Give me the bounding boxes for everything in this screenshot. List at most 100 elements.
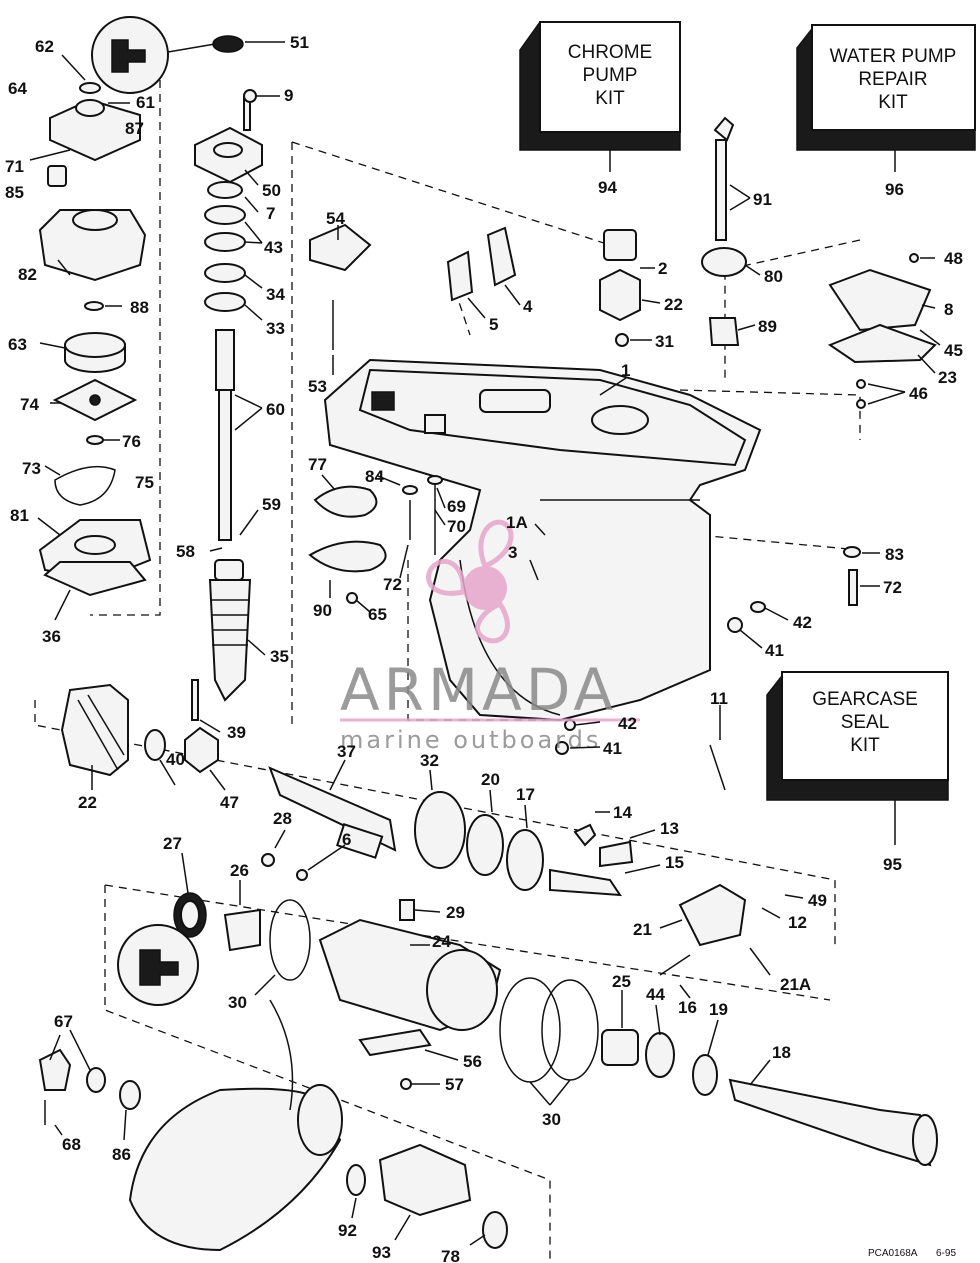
kit-box-gearcase-seal: GEARCASE SEAL KIT: [766, 671, 949, 801]
callout-45: 45: [944, 341, 963, 360]
callout-51: 51: [290, 33, 309, 52]
callout-62: 62: [35, 37, 54, 56]
callout-50: 50: [262, 181, 281, 200]
callout-92: 92: [338, 1221, 357, 1240]
callout-44: 44: [646, 985, 665, 1004]
chrome-kit-line2: PUMP: [583, 65, 638, 86]
callout-46: 46: [909, 384, 928, 403]
callout-8: 8: [944, 300, 953, 319]
kit-box-chrome-pump: CHROME PUMP KIT: [519, 21, 681, 151]
callout-32: 32: [420, 751, 439, 770]
water-pump-assembly: [38, 82, 152, 597]
callout-11: 11: [710, 689, 728, 708]
callout-labels: 62 51 64 9 61 87 71 85 50 7 43 82 88 34 …: [5, 33, 963, 1263]
callout-58: 58: [176, 542, 195, 561]
callout-67: 67: [54, 1012, 73, 1031]
callout-37: 37: [337, 742, 356, 761]
gearcase-kit-line3: KIT: [850, 735, 880, 756]
callout-33: 33: [266, 319, 285, 338]
callout-59: 59: [262, 495, 281, 514]
water-kit-line2: REPAIR: [858, 69, 927, 90]
footer-code: PCA0168A: [868, 1248, 918, 1259]
callout-80: 80: [764, 267, 783, 286]
callout-78: 78: [441, 1247, 460, 1263]
callout-54: 54: [326, 209, 345, 228]
callout-22b: 22: [664, 295, 683, 314]
driveshaft-assembly: [191, 35, 263, 721]
gear-housing: [323, 358, 762, 722]
callout-28: 28: [273, 809, 292, 828]
callout-22a: 22: [78, 793, 97, 812]
callout-82: 82: [18, 265, 37, 284]
callout-17: 17: [516, 785, 535, 804]
callout-85: 85: [5, 183, 24, 202]
callout-3: 3: [508, 543, 517, 562]
callout-9: 9: [284, 86, 293, 105]
callout-64: 64: [8, 79, 27, 98]
callout-47: 47: [220, 793, 239, 812]
detail-inset-bottom: [139, 949, 179, 986]
watermark-propeller-logo: [463, 566, 507, 610]
callout-57: 57: [445, 1075, 464, 1094]
callout-20: 20: [481, 770, 500, 789]
callout-30b: 30: [542, 1110, 561, 1129]
callout-94: 94: [598, 178, 617, 197]
callout-36: 36: [42, 627, 61, 646]
callout-1: 1: [621, 361, 630, 380]
callout-26: 26: [230, 861, 249, 880]
callout-60: 60: [266, 400, 285, 419]
detail-inset-top: [91, 16, 216, 94]
watermark-brand: ARMADA: [340, 656, 617, 724]
callout-91: 91: [753, 190, 772, 209]
callout-89: 89: [758, 317, 777, 336]
callout-7: 7: [266, 204, 275, 223]
callout-5: 5: [489, 315, 498, 334]
callout-56: 56: [463, 1052, 482, 1071]
callout-15: 15: [665, 853, 684, 872]
callout-16: 16: [678, 998, 697, 1017]
callout-1a: 1A: [506, 513, 528, 532]
footer-date: 6-95: [936, 1248, 956, 1259]
callout-96: 96: [885, 180, 904, 199]
callout-42a: 42: [618, 714, 637, 733]
callout-87: 87: [125, 119, 144, 138]
gearcase-kit-line1: GEARCASE: [812, 689, 918, 710]
gearcase-kit-line2: SEAL: [841, 712, 890, 733]
callout-14: 14: [613, 803, 632, 822]
callout-2: 2: [658, 259, 667, 278]
callout-48: 48: [944, 249, 963, 268]
callout-4: 4: [523, 297, 533, 316]
callout-70: 70: [447, 517, 466, 536]
shift-linkage-parts: [308, 116, 937, 755]
water-kit-line3: KIT: [878, 92, 908, 113]
watermark-tagline: marine outboards: [340, 726, 601, 754]
propeller-shaft-assembly: [60, 683, 938, 1167]
callout-13: 13: [660, 819, 679, 838]
callout-73: 73: [22, 459, 41, 478]
callout-83: 83: [885, 545, 904, 564]
callout-77: 77: [308, 455, 327, 474]
leader-lines: [29, 41, 941, 1246]
callout-21: 21: [633, 920, 652, 939]
callout-63: 63: [8, 335, 27, 354]
callout-6: 6: [342, 830, 351, 849]
callout-31: 31: [655, 332, 674, 351]
callout-41b: 41: [765, 641, 784, 660]
callout-72b: 72: [383, 575, 402, 594]
callout-53: 53: [308, 377, 327, 396]
callout-25: 25: [612, 972, 631, 991]
chrome-kit-line1: CHROME: [568, 42, 652, 63]
callout-40: 40: [166, 750, 185, 769]
callout-75: 75: [135, 473, 154, 492]
callout-27: 27: [163, 834, 182, 853]
callout-24: 24: [432, 932, 451, 951]
callout-81: 81: [10, 506, 29, 525]
callout-65: 65: [368, 605, 387, 624]
callout-18: 18: [772, 1043, 791, 1062]
callout-35: 35: [270, 647, 289, 666]
callout-29: 29: [446, 903, 465, 922]
callout-72a: 72: [883, 578, 902, 597]
callout-12: 12: [788, 913, 807, 932]
callout-42b: 42: [793, 613, 812, 632]
